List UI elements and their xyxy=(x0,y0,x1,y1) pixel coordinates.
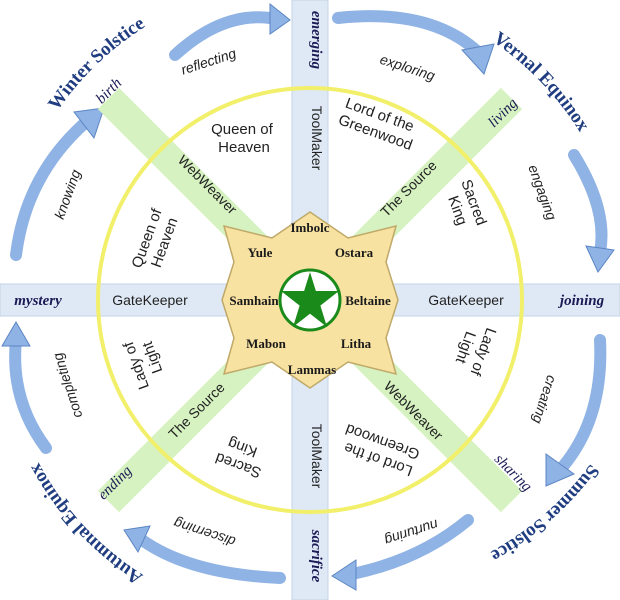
role-gatekeeper-left: GateKeeper xyxy=(112,292,188,308)
sabbat-mabon: Mabon xyxy=(246,336,287,351)
arrow-left-top-head xyxy=(73,107,105,140)
arm-label-left: mystery xyxy=(14,293,62,309)
figure-lord-upper: Lord of the Greenwood xyxy=(336,95,421,154)
role-toolmaker-top: ToolMaker xyxy=(309,106,325,171)
inner-ring xyxy=(96,86,524,514)
arrow-right-bottom xyxy=(554,334,607,476)
cycle-arrows xyxy=(1,2,615,591)
arrow-bottom-right-head xyxy=(331,559,357,591)
pentagram-icon xyxy=(278,268,342,332)
arrow-top-right-head xyxy=(461,43,495,75)
figure-lady-left: Lady of Light xyxy=(119,329,170,391)
sabbat-yule: Yule xyxy=(248,245,273,260)
arrow-left-bottom-head xyxy=(1,321,31,347)
arrow-bottom-left xyxy=(136,534,286,584)
role-gatekeeper-right: GateKeeper xyxy=(428,292,504,308)
arrow-bottom-right xyxy=(346,514,474,580)
arc-creating: creating xyxy=(529,373,560,426)
arrow-right-bottom-head xyxy=(545,453,576,487)
sabbat-litha: Litha xyxy=(341,336,372,351)
arrow-top-right xyxy=(332,10,484,58)
figure-queen-left: Queen of Heaven xyxy=(129,203,184,277)
arrow-right-top-head xyxy=(585,245,615,273)
sabbat-beltaine: Beltaine xyxy=(345,293,391,308)
arc-engaging: engaging xyxy=(525,162,560,222)
figure-king-right: Sacred King xyxy=(440,177,491,238)
arc-exploring: exploring xyxy=(378,51,437,84)
arrow-top-left-head xyxy=(269,2,291,35)
arc-knowing: knowing xyxy=(51,167,84,221)
arm-label-right: joining xyxy=(558,293,605,309)
arc-discerning: discerning xyxy=(171,515,237,550)
arc-completing: completing xyxy=(49,351,85,421)
sabbat-imbolc: Imbolc xyxy=(291,220,330,235)
figure-lord-lower: Lord of the Greenwood xyxy=(337,420,422,479)
figure-king-lower: Sacred King xyxy=(209,430,270,481)
arrow-left-top xyxy=(10,116,92,261)
arrow-left-bottom xyxy=(9,334,52,454)
sabbat-samhain: Samhain xyxy=(229,293,279,308)
arrow-right-top xyxy=(568,149,608,258)
figure-lady-right: Lady of Light xyxy=(448,319,499,381)
arm-label-top: emerging xyxy=(308,11,324,70)
arrow-top-left xyxy=(169,11,276,61)
sabbat-ostara: Ostara xyxy=(335,245,374,260)
arrow-bottom-left-head xyxy=(123,525,151,554)
role-toolmaker-bottom: ToolMaker xyxy=(309,424,325,489)
arm-label-bottom: sacrifice xyxy=(308,529,324,583)
sabbat-lammas: Lammas xyxy=(288,362,336,377)
figure-queen-upper: Queen of Heaven xyxy=(211,121,277,156)
